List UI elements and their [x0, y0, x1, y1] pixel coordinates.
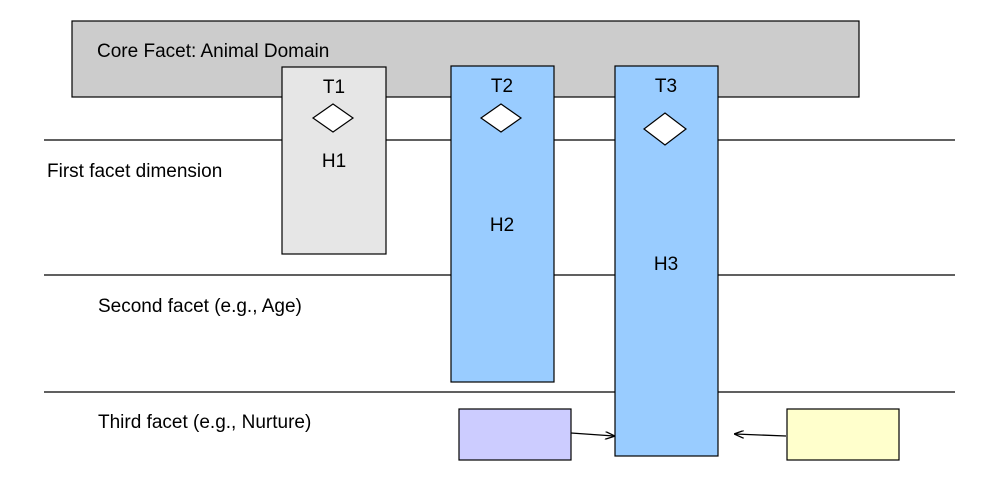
column-1-top-label: T1 [323, 77, 345, 98]
right-arrow [735, 434, 787, 436]
core-facet-label: Core Facet: Animal Domain [97, 41, 329, 62]
left-arrow [570, 433, 614, 436]
left-side-box [458, 408, 572, 461]
column-3-middle-label: H3 [654, 254, 678, 275]
column-1-box [281, 66, 387, 255]
column-3-top-label: T3 [655, 76, 677, 97]
column-2-top-label: T2 [491, 76, 513, 97]
third-dimension-label: Third facet (e.g., Nurture) [98, 412, 311, 433]
column-3-diamond [643, 112, 687, 146]
first-dimension-label: First facet dimension [47, 161, 222, 182]
column-1-middle-label: H1 [322, 151, 346, 172]
column-2-middle-label: H2 [490, 215, 514, 236]
column-2-diamond [479, 103, 523, 133]
second-dimension-label: Second facet (e.g., Age) [98, 296, 302, 317]
right-side-box [786, 408, 900, 461]
column-1-diamond [311, 103, 355, 133]
